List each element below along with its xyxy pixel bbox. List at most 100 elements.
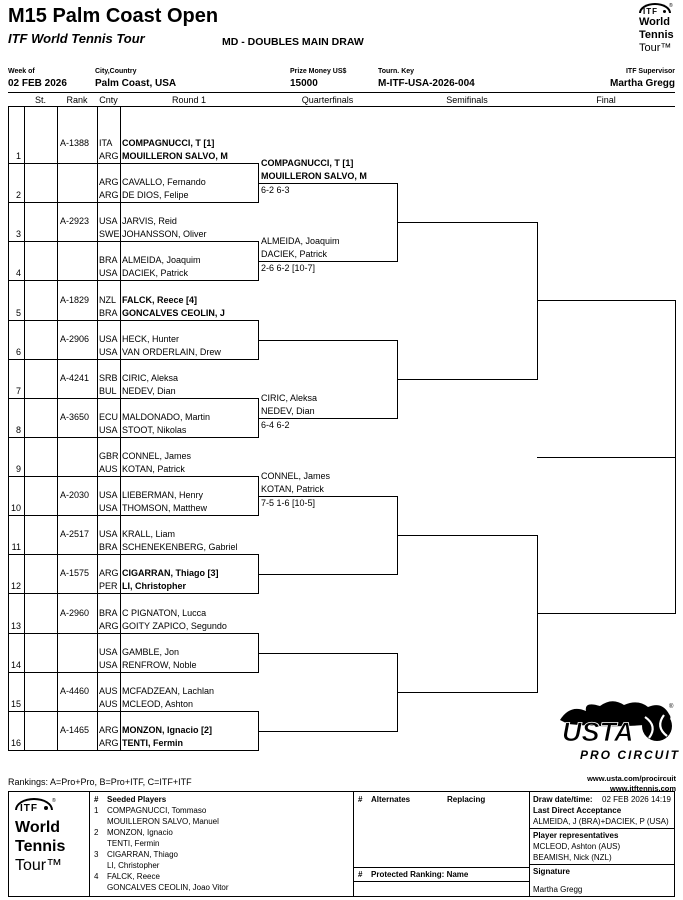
- player2-name: GONCALVES CEOLIN, J: [122, 308, 225, 318]
- seeded-player-name: MONZON, Ignacio: [107, 828, 173, 837]
- player2-country: USA: [99, 347, 118, 357]
- bracket-line: [537, 222, 538, 380]
- supervisor-label: ITF Supervisor: [625, 68, 675, 75]
- row-line: [8, 593, 258, 594]
- winner-name-2: KOTAN, Patrick: [261, 484, 324, 494]
- seeded-players-hash: #: [94, 795, 99, 804]
- bracket-line: [397, 535, 537, 536]
- itf-logo-tour: Tour™: [639, 42, 672, 54]
- draw-entry-2: 2 ARG CAVALLO, Fernando ARG DE DIOS, Fel…: [8, 176, 258, 202]
- row-line: [8, 320, 258, 321]
- bracket-line: [537, 613, 675, 614]
- player1-name: MALDONADO, Martin: [122, 412, 211, 422]
- player1-country: USA: [99, 647, 118, 657]
- quarterfinal-winner-3: CIRIC, Aleksa NEDEV, Dian 6-4 6-2: [261, 392, 395, 432]
- player2-country: BUL: [99, 386, 117, 396]
- itf-mark: ITF: [20, 803, 38, 814]
- last-direct-acceptance-value: ALMEIDA, J (BRA)+DACIEK, P (USA): [533, 817, 669, 826]
- player1-country: NZL: [99, 295, 117, 305]
- column-header-round1: Round 1: [171, 95, 207, 105]
- seed-number: 2: [94, 828, 99, 837]
- draw-entry-7: 7 A-4241 SRB CIRIC, Aleksa BUL NEDEV, Di…: [8, 372, 258, 398]
- bracket-line: [258, 574, 397, 575]
- footer-divider: [353, 881, 529, 882]
- usta-url: www.usta.com/procircuit: [587, 774, 676, 783]
- draw-entry-5: 5 A-1829 NZL FALCK, Reece [4] BRA GONCAL…: [8, 294, 258, 320]
- player1-name: LIEBERMAN, Henry: [122, 490, 204, 500]
- seeded-player-name: LI, Christopher: [107, 861, 160, 870]
- player2-name: DE DIOS, Felipe: [122, 190, 189, 200]
- winner-name-1: CIRIC, Aleksa: [261, 393, 318, 403]
- player1-country: USA: [99, 334, 118, 344]
- seed-number: 3: [94, 850, 99, 859]
- row-line: [8, 633, 258, 634]
- seeded-player-name: TENTI, Fermin: [107, 839, 160, 848]
- player2-country: USA: [99, 503, 118, 513]
- footer-divider: [89, 792, 90, 896]
- usta-wordmark: USTA: [562, 717, 634, 747]
- draw-position: 15: [10, 699, 21, 709]
- draw-entry-4: 4 BRA ALMEIDA, Joaquim USA DACIEK, Patri…: [8, 254, 258, 280]
- player2-country: PER: [99, 581, 118, 591]
- player2-country: ARG: [99, 621, 119, 631]
- team-rank: A-2923: [60, 216, 90, 226]
- row-line: [8, 437, 258, 438]
- alternates-hash: #: [358, 795, 363, 804]
- draw-entry-8: 8 A-3650 ECU MALDONADO, Martin USA STOOT…: [8, 411, 258, 437]
- prize-value: 15000: [290, 78, 318, 89]
- draw-entry-15: 15 A-4460 AUS MCFADZEAN, Lachlan AUS MCL…: [8, 685, 258, 711]
- row-line: [8, 554, 258, 555]
- winner-name-1: COMPAGNUCCI, T [1]: [261, 158, 354, 168]
- player1-country: USA: [99, 490, 118, 500]
- bracket-line: [397, 379, 537, 380]
- protected-ranking-header: Protected Ranking: Name: [371, 870, 469, 879]
- player1-country: GBR: [99, 451, 119, 461]
- player1-name: FALCK, Reece [4]: [122, 295, 198, 305]
- bracket-line: [537, 535, 538, 693]
- replacing-header: Replacing: [447, 795, 486, 804]
- player2-name: THOMSON, Matthew: [122, 503, 208, 513]
- player1-country: SRB: [99, 373, 118, 383]
- player1-name: CIGARRAN, Thiago [3]: [122, 568, 219, 578]
- seeded-players-header: Seeded Players: [107, 795, 167, 804]
- player2-country: ARG: [99, 738, 119, 748]
- match-score: 6-4 6-2: [261, 420, 290, 430]
- tour-subtitle: ITF World Tennis Tour: [8, 31, 145, 46]
- draw-position: 9: [15, 464, 21, 474]
- prize-label: Prize Money US$: [290, 68, 347, 75]
- row-line: [8, 750, 258, 751]
- supervisor-value: Martha Gregg: [609, 78, 675, 89]
- player1-country: BRA: [99, 255, 118, 265]
- draw-position: 3: [15, 229, 21, 239]
- tourn-key-value: M-ITF-USA-2026-004: [378, 78, 475, 89]
- winner-name-2: NEDEV, Dian: [261, 406, 315, 416]
- tourn-key-label: Tourn. Key: [378, 68, 415, 75]
- player2-country: BRA: [99, 308, 118, 318]
- player2-country: USA: [99, 425, 118, 435]
- team-rank: A-1388: [60, 138, 90, 148]
- usta-pro-circuit-logo: USTA ® PRO CIRCUIT www.usta.com/procircu…: [556, 696, 678, 793]
- column-header-semifinals: Semifinals: [446, 95, 488, 105]
- row-line: [8, 711, 258, 712]
- column-header-status: St.: [34, 95, 46, 105]
- player1-name: CAVALLO, Fernando: [122, 177, 206, 187]
- seed-number: 1: [94, 806, 99, 815]
- footer-divider: [529, 792, 530, 896]
- grid-line: [97, 106, 98, 750]
- draw-entry-12: 12 A-1575 ARG CIGARRAN, Thiago [3] PER L…: [8, 567, 258, 593]
- player2-country: ARG: [99, 190, 119, 200]
- player2-name: MOUILLERON SALVO, M: [122, 151, 228, 161]
- player1-country: ECU: [99, 412, 119, 422]
- row-line: [8, 359, 258, 360]
- column-header-quarterfinals: Quarterfinals: [301, 95, 354, 105]
- bracket-line: [537, 457, 675, 458]
- team-rank: A-2960: [60, 608, 90, 618]
- player-representative-2: BEAMISH, Nick (NZL): [533, 853, 612, 862]
- page-title: M15 Palm Coast Open: [8, 5, 219, 27]
- grid-line: [120, 106, 121, 750]
- week-of-value: 02 FEB 2026: [8, 78, 67, 89]
- draw-position: 4: [15, 268, 21, 278]
- quarterfinal-winner-4: CONNEL, James KOTAN, Patrick 7-5 1-6 [10…: [261, 470, 395, 510]
- itf-logo-tour: Tour™: [15, 857, 63, 874]
- bracket-line: [258, 418, 397, 419]
